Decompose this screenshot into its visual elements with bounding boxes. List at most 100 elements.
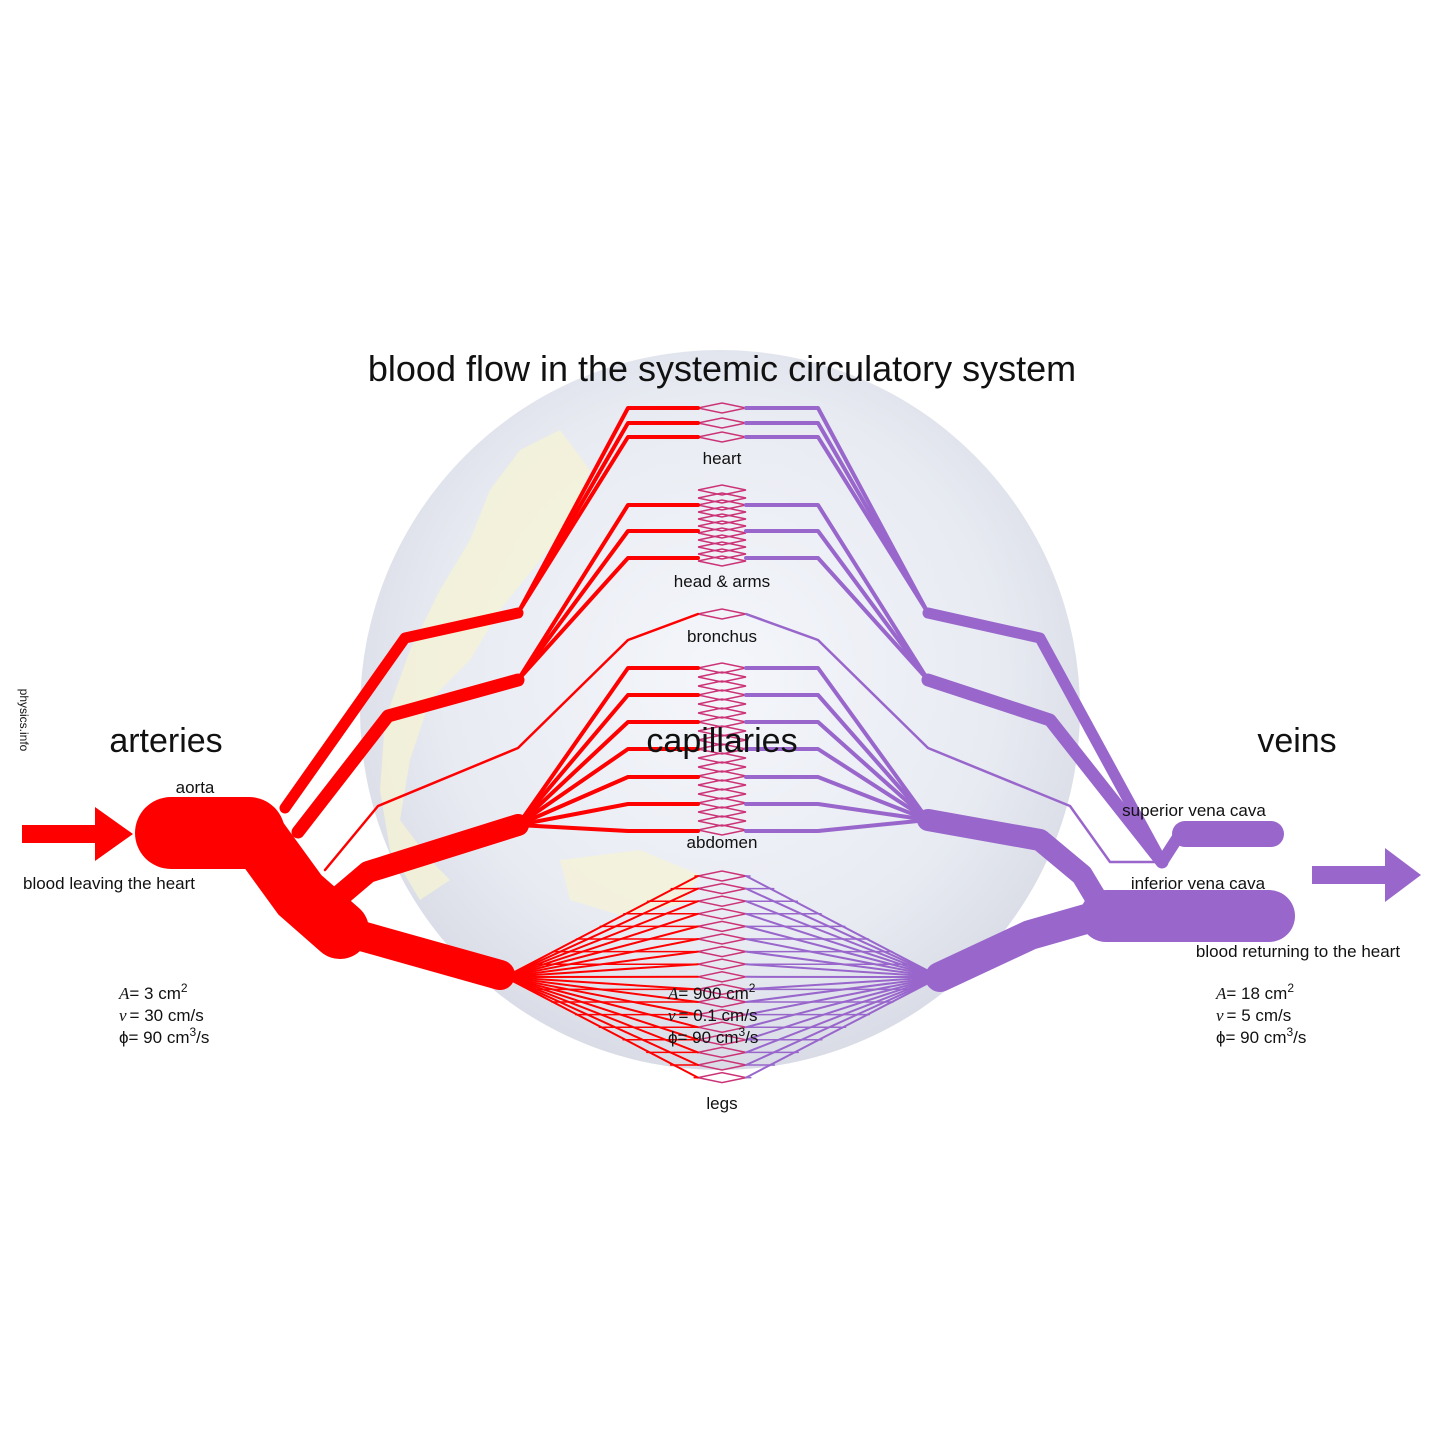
vein-head-arms-branch — [744, 529, 930, 682]
organ-head-arms: head & arms — [674, 572, 770, 591]
vein-heart-trunk — [922, 607, 1168, 868]
artery-legs-branch — [504, 976, 699, 1016]
vein-legs-branch — [745, 976, 941, 1079]
artery-head-arms-branch — [516, 529, 700, 682]
vein-legs-branch — [745, 938, 941, 978]
artery-legs-branch — [504, 900, 699, 978]
diagram-title: blood flow in the systemic circulatory s… — [368, 348, 1076, 389]
stats-capillaries: A= 900 cm2 v= 0.1 cm/s ϕ= 90 cm3/s — [667, 981, 758, 1047]
credit-text: physics.info — [17, 689, 31, 752]
vein-head-arms-branch — [744, 503, 930, 682]
arrow-out — [1312, 848, 1421, 902]
vein-legs-branch — [745, 900, 941, 978]
vein-legs-branch — [745, 925, 941, 978]
artery-abdomen-trunk — [324, 814, 529, 911]
artery-legs-branch — [504, 976, 699, 1079]
organ-heart: heart — [703, 449, 742, 468]
artery-bronchus — [323, 612, 700, 872]
vein-legs-branch — [745, 963, 941, 978]
vein-abdomen-branch — [744, 693, 930, 822]
vein-heart-branch — [744, 406, 930, 615]
artery-abdomen-branch — [516, 666, 700, 827]
artery-legs-branch — [504, 950, 699, 978]
stat-flow: ϕ= 90 cm3/s — [668, 1025, 758, 1047]
vein-legs-branch — [745, 950, 941, 978]
artery-head-arms-trunk — [291, 673, 525, 839]
artery-head-arms-branch — [516, 503, 700, 682]
vein-abdomen-branch — [744, 747, 930, 822]
stats-veins: A= 18 cm2 v= 5 cm/s ϕ= 90 cm3/s — [1215, 981, 1306, 1047]
capillary-abdomen — [697, 707, 747, 719]
vein-legs-branch — [745, 976, 941, 1041]
vein-legs-branch — [745, 976, 941, 1016]
capillary-head-arms — [697, 555, 747, 567]
stat-velocity: v= 30 cm/s — [119, 1006, 204, 1025]
capillary-abdomen — [697, 671, 747, 683]
artery-abdomen-branch — [516, 747, 700, 827]
superior-vena-cava — [1172, 821, 1284, 847]
section-veins: veins — [1257, 722, 1336, 760]
arrow-in-shaft — [22, 825, 97, 843]
artery-abdomen-branch — [516, 775, 700, 827]
vein-abdomen-branch — [744, 775, 930, 822]
section-capillaries: capillaries — [646, 722, 797, 760]
vein-legs-branch — [745, 887, 941, 978]
artery-legs-branch — [504, 976, 699, 991]
section-arteries: arteries — [109, 722, 222, 760]
background-globe — [360, 350, 1080, 1070]
stat-area: A= 18 cm2 — [1215, 981, 1294, 1003]
artery-legs-branch — [504, 976, 699, 1041]
artery-abdomen-branch — [516, 823, 700, 833]
vein-abdomen-trunk — [917, 809, 1111, 916]
label-blood-leaving: blood leaving the heart — [23, 874, 195, 893]
label-superior-vena-cava: superior vena cava — [1122, 801, 1266, 820]
vein-heart-branch — [744, 435, 930, 615]
artery-legs-branch — [504, 976, 699, 1054]
artery-legs-branch — [504, 875, 699, 978]
arrow-in — [22, 807, 133, 861]
capillary-abdomen — [697, 806, 747, 818]
artery-heart-trunk — [279, 607, 524, 814]
capillary-abdomen — [697, 752, 747, 764]
capillary-legs — [697, 1071, 747, 1084]
capillary-abdomen — [697, 734, 747, 746]
artery-legs-branch — [504, 976, 699, 1029]
inferior-vena-cava — [1080, 890, 1295, 942]
vein-legs-branch — [745, 976, 941, 1003]
artery-legs-branch — [504, 963, 699, 978]
arrow-out-head — [1385, 848, 1421, 902]
artery-legs-branch — [504, 912, 699, 978]
artery-abdomen-branch — [516, 720, 700, 827]
arrow-out-shaft — [1312, 866, 1387, 884]
globe-land-south — [560, 850, 700, 915]
artery-legs-branch — [504, 938, 699, 978]
artery-heart-branch — [516, 406, 700, 615]
artery-legs-branch — [504, 976, 699, 1066]
capillary-abdomen — [697, 815, 747, 827]
vein-legs-branch — [745, 976, 941, 1029]
organ-abdomen: abdomen — [687, 833, 758, 852]
capillary-abdomen — [697, 725, 747, 737]
artery-legs-branch — [504, 976, 699, 1003]
capillary-abdomen — [697, 761, 747, 773]
artery-legs-branch — [504, 925, 699, 978]
stat-area: A= 900 cm2 — [667, 981, 756, 1003]
vein-abdomen-branch — [744, 818, 930, 833]
vein-heart-branch — [744, 421, 930, 615]
vein-head-arms-branch — [744, 556, 930, 682]
vein-legs-branch — [745, 976, 941, 991]
artery-heart-branch — [516, 435, 700, 615]
artery-abdomen-branch — [516, 802, 700, 827]
aorta — [135, 797, 369, 959]
svc-trunk — [1172, 821, 1284, 847]
organ-bronchus: bronchus — [687, 627, 757, 646]
aorta-descending — [226, 804, 369, 959]
capillary-abdomen — [697, 788, 747, 800]
globe-land-west — [380, 430, 590, 900]
vein-legs-branch — [745, 976, 941, 1054]
label-aorta: aorta — [176, 778, 215, 797]
artery-head-arms-branch — [516, 556, 700, 682]
artery-heart-branch — [516, 421, 700, 615]
vein-bronchus — [744, 612, 1164, 864]
